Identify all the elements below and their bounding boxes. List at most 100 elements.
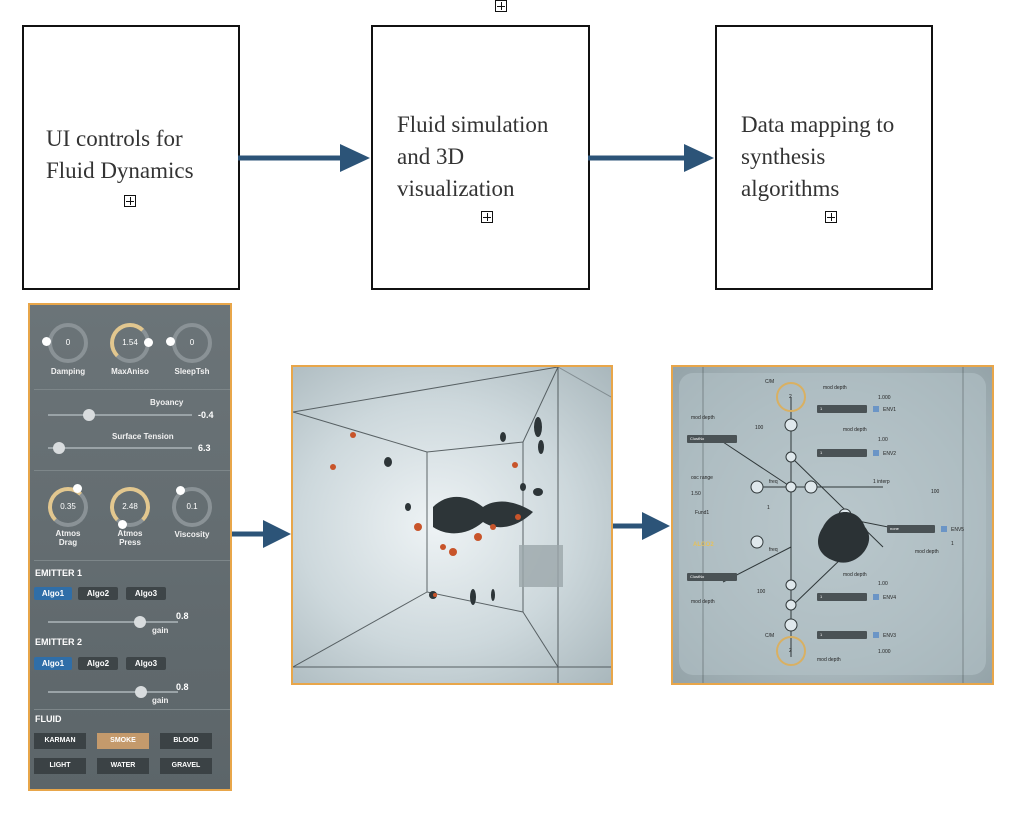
fluid-button-karman[interactable]: KARMAN <box>34 733 86 749</box>
atmos-press-label: Atmos Press <box>117 529 143 547</box>
val-100-bottom-left: 100 <box>757 589 766 595</box>
fluid-button-smoke[interactable]: SMOKE <box>97 733 149 749</box>
mod-depth-bottom-left: mod depth <box>691 599 715 605</box>
damping-label: Damping <box>50 367 86 376</box>
one-interp-label: 1 interp <box>873 479 890 485</box>
viscosity-label: Viscosity <box>174 530 210 539</box>
atmos-drag-value: 0.35 <box>60 502 76 511</box>
byoancy-slider-thumb[interactable] <box>83 409 95 421</box>
ui-controls-label: UI controls for Fluid Dynamics <box>46 126 194 183</box>
env3-checkbox[interactable] <box>873 632 879 638</box>
byoancy-slider[interactable] <box>48 414 192 416</box>
emitter2-title: EMITTER 2 <box>35 637 83 647</box>
env5-label: ENV5 <box>951 527 965 533</box>
maxaniso-label: MaxAniso <box>111 367 149 376</box>
emitter1-title: EMITTER 1 <box>35 568 83 578</box>
emitter2-gain-thumb[interactable] <box>135 686 147 698</box>
damping-knob-handle[interactable] <box>42 337 51 346</box>
surface-tension-slider-thumb[interactable] <box>53 442 65 454</box>
env5-checkbox[interactable] <box>941 526 947 532</box>
env3-dropdown[interactable]: 1 <box>817 631 867 639</box>
data-mapping-label: Data mapping to synthesis algorithms <box>741 112 895 201</box>
cm-bottom-label: C/M <box>765 633 775 639</box>
emitter2-tab-algo3[interactable]: Algo3 <box>126 657 166 670</box>
emitter2-tab-algo1[interactable]: Algo1 <box>34 657 72 670</box>
osc-range-value: 1.50 <box>691 491 701 497</box>
fluid-button-water[interactable]: WATER <box>97 758 149 774</box>
algo2-label: ALGO2 <box>693 542 714 548</box>
val-1000-top: 1.000 <box>878 395 891 401</box>
env2-dropdown[interactable]: 1 <box>817 449 867 457</box>
cm-top-label: C/M <box>765 379 775 385</box>
emitter1-tab-algo3[interactable]: Algo3 <box>126 587 166 600</box>
mod-depth-env4: mod depth <box>843 572 867 578</box>
atmos-press-knob[interactable] <box>110 487 150 527</box>
arrow-panel2-to-panel3 <box>612 512 670 540</box>
fluid-button-light[interactable]: LIGHT <box>34 758 86 774</box>
osc-range-label: osc range <box>691 475 713 481</box>
atmos-press-knob-handle[interactable] <box>118 520 127 529</box>
emitter1-gain-slider[interactable] <box>48 621 178 623</box>
mod-depth-left: mod depth <box>691 415 715 421</box>
emitter2-tab-algo2[interactable]: Algo2 <box>78 657 118 670</box>
mod-depth-bottom: mod depth <box>817 657 841 663</box>
val-100-left: 100 <box>755 425 764 431</box>
atmos-press-value: 2.48 <box>122 502 138 511</box>
arrow-panel1-to-panel2 <box>231 520 291 548</box>
fluid-button-gravel[interactable]: GRAVEL <box>160 758 212 774</box>
viscosity-knob[interactable] <box>172 487 212 527</box>
env2-checkbox[interactable] <box>873 450 879 456</box>
fluid-simulation-view <box>291 365 613 685</box>
clustno-dropdown-bottom[interactable]: ClustNo <box>687 573 737 581</box>
fluid-sim-box <box>371 25 590 290</box>
sleeptsh-knob-handle[interactable] <box>166 337 175 346</box>
mod-depth-mid: mod depth <box>843 427 867 433</box>
viscosity-value: 0.1 <box>186 502 198 511</box>
val-100-mid: 1.00 <box>878 437 888 443</box>
surface-tension-value: 6.3 <box>198 443 211 453</box>
divider <box>34 470 230 471</box>
mod-depth-label: mod depth <box>823 385 847 391</box>
emitter1-gain-thumb[interactable] <box>134 616 146 628</box>
fund1-label: Fund1 <box>695 510 710 516</box>
surface-tension-slider[interactable] <box>48 447 192 449</box>
env1-checkbox[interactable] <box>873 406 879 412</box>
none-dropdown[interactable]: none <box>887 525 935 533</box>
emitter1-tab-algo1[interactable]: Algo1 <box>34 587 72 600</box>
emitter1-gain-value: 0.8 <box>176 611 189 621</box>
emitter2-gain-value: 0.8 <box>176 682 189 692</box>
env1-label: ENV1 <box>883 407 897 413</box>
env4-dropdown[interactable]: 1 <box>817 593 867 601</box>
atmos-drag-knob[interactable] <box>48 487 88 527</box>
sleeptsh-value: 0 <box>189 338 195 347</box>
damping-value: 0 <box>65 338 71 347</box>
env4-checkbox[interactable] <box>873 594 879 600</box>
expand-icon-top <box>495 0 507 12</box>
atmos-drag-knob-handle[interactable] <box>73 484 82 493</box>
emitter2-gain-label: gain <box>152 696 169 705</box>
emitter1-tab-algo2[interactable]: Algo2 <box>78 587 118 600</box>
surface-tension-label: Surface Tension <box>112 432 174 441</box>
val-1000-bottom: 1.000 <box>878 649 891 655</box>
maxaniso-knob-handle[interactable] <box>144 338 153 347</box>
viscosity-knob-handle[interactable] <box>176 486 185 495</box>
mod-depth-env5: mod depth <box>915 549 939 555</box>
expand-icon <box>825 211 837 223</box>
emitter2-gain-slider[interactable] <box>48 691 178 693</box>
env2-label: ENV2 <box>883 451 897 457</box>
arrow-box1-to-box2 <box>238 144 370 172</box>
env1-dropdown[interactable]: 1 <box>817 405 867 413</box>
one-env5: 1 <box>951 541 954 547</box>
env3-label: ENV3 <box>883 633 897 639</box>
maxaniso-value: 1.54 <box>122 338 138 347</box>
clustno-dropdown-top[interactable]: ClustNo <box>687 435 737 443</box>
knob-bottom-value: 2 <box>789 648 792 654</box>
synthesis-mapping-view: C/M 2 mod depth 1.000 1 ENV1 mod depth 1… <box>671 365 994 685</box>
fluid-button-blood[interactable]: BLOOD <box>160 733 212 749</box>
val-100-env4: 1.00 <box>878 581 888 587</box>
arrow-box2-to-box3 <box>588 144 714 172</box>
env4-label: ENV4 <box>883 595 897 601</box>
freq-label-top: freq <box>769 479 778 485</box>
emitter1-gain-label: gain <box>152 626 169 635</box>
sleeptsh-label: SleepTsh <box>174 367 210 376</box>
